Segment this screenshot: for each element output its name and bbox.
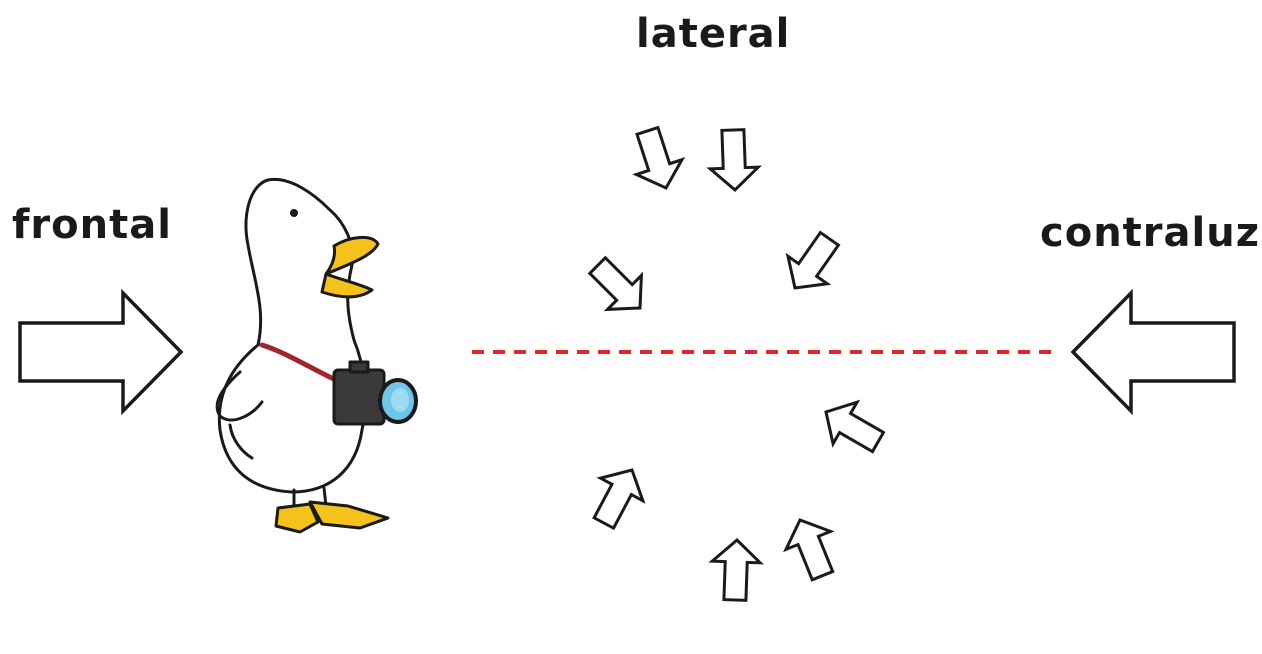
- camera-icon: [332, 368, 386, 426]
- arrow-icon: [623, 122, 691, 197]
- lateral-arrows: [579, 122, 892, 603]
- arrow-icon: [709, 537, 763, 603]
- duck-body: [217, 177, 367, 494]
- arrow-icon: [707, 127, 761, 193]
- duck-photographer-icon: [215, 177, 418, 534]
- label-lateral: lateral: [636, 11, 791, 57]
- label-contraluz: contraluz: [1040, 210, 1260, 256]
- contraluz-arrow-icon: [1070, 288, 1236, 416]
- camera-strap: [259, 342, 343, 385]
- arrow-icon: [773, 223, 851, 304]
- duck-beak: [324, 236, 380, 276]
- frontal-arrow-icon: [18, 288, 184, 416]
- arrow-icon: [579, 247, 659, 327]
- duck-foot-left: [274, 502, 320, 534]
- arrow-icon: [812, 389, 892, 465]
- arrow-icon: [776, 509, 847, 587]
- label-frontal: frontal: [12, 202, 172, 248]
- arrow-icon: [581, 457, 655, 536]
- duck-foot-right: [308, 500, 390, 530]
